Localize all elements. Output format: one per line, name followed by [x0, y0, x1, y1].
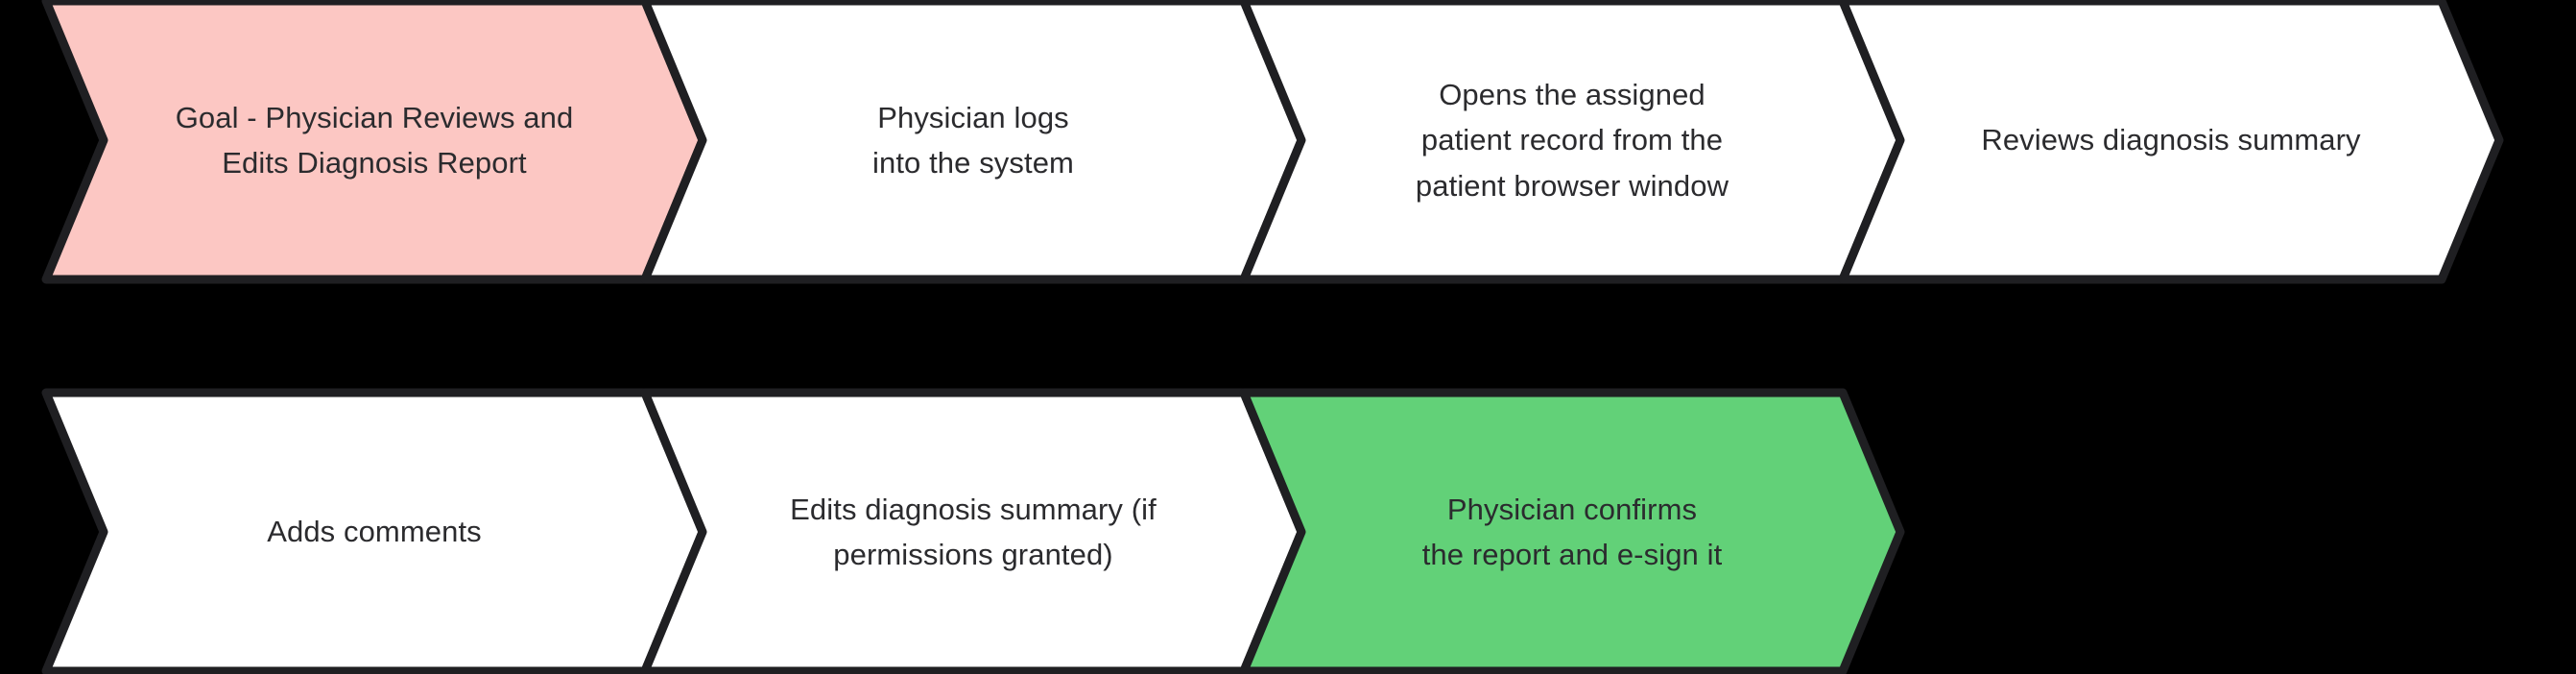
chevron-shape [1239, 0, 1905, 284]
chevron-shape [41, 0, 707, 284]
chevron-shape [1838, 0, 2504, 284]
chevron-step-goal[interactable]: Goal - Physician Reviews and Edits Diagn… [41, 0, 707, 284]
chevron-shape [640, 0, 1306, 284]
chevron-step-esign[interactable]: Physician confirms the report and e-sign… [1239, 388, 1905, 674]
chevron-step-add-comments[interactable]: Adds comments [41, 388, 707, 674]
chevron-body [1838, 0, 2504, 284]
chevron-shape [640, 388, 1306, 674]
chevron-shape [1239, 388, 1905, 674]
chevron-step-login[interactable]: Physician logs into the system [640, 0, 1306, 284]
chevron-step-open-record[interactable]: Opens the assigned patient record from t… [1239, 0, 1905, 284]
chevron-body [41, 0, 707, 284]
chevron-shape [41, 388, 707, 674]
chevron-body [1239, 388, 1905, 674]
chevron-step-edit-summary[interactable]: Edits diagnosis summary (if permissions … [640, 388, 1306, 674]
chevron-body [41, 388, 707, 674]
chevron-body [640, 0, 1306, 284]
chevron-body [640, 388, 1306, 674]
chevron-body [1239, 0, 1905, 284]
chevron-step-review-summary[interactable]: Reviews diagnosis summary [1838, 0, 2504, 284]
